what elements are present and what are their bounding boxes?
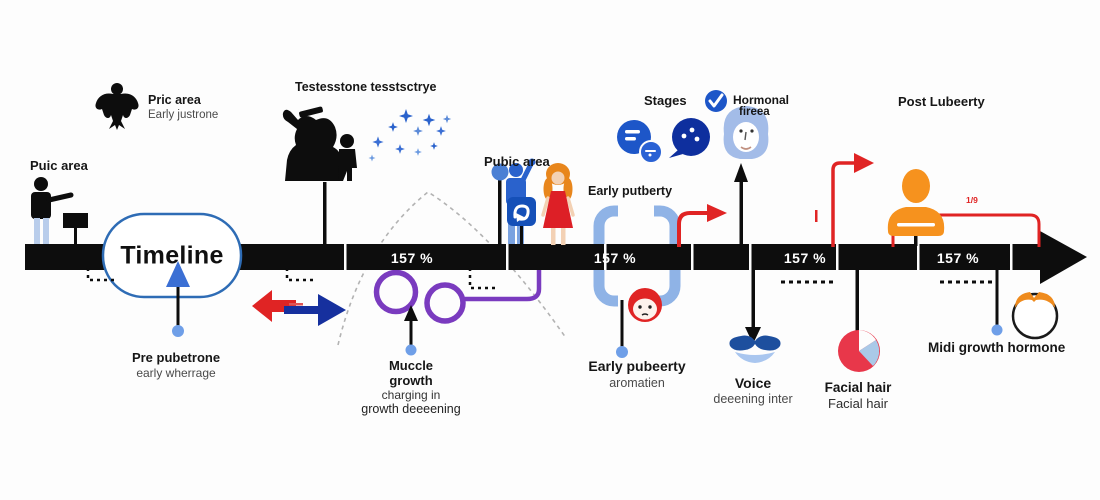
purple-connector <box>373 268 542 324</box>
stages-label: Stages <box>644 93 687 108</box>
pubic-area-label: Pubic area <box>484 154 550 169</box>
segment-label-2: 157 % <box>593 250 637 266</box>
voice-subtitle: deeening inter <box>713 392 793 406</box>
left-right-arrows <box>252 290 346 326</box>
swap-arrow-badge-icon <box>507 197 536 244</box>
pie-chart-icon <box>838 330 880 372</box>
midi-marker <box>991 270 1003 336</box>
saluting-figure-icon <box>282 106 357 181</box>
testosterone-label: Testesstone tesstsctrye <box>295 80 437 94</box>
early-pubeerty-marker <box>616 300 628 358</box>
timeline-bubble <box>101 212 243 299</box>
hormonal-subtitle: fireea <box>739 106 770 118</box>
muscle-growth-line2: growth <box>389 373 433 388</box>
facial-hair-subtitle: Facial hair <box>828 396 888 411</box>
post-puberty-label: Post Lubeerty <box>898 94 985 109</box>
pre-puberty-title: Pre pubetrone <box>131 350 221 365</box>
muscle-growth-line4: growth deeeening <box>361 402 461 416</box>
muscle-growth-line3: charging in <box>381 388 441 402</box>
sparkles-icon <box>368 109 452 162</box>
bracket-note: 1/9 <box>966 195 978 205</box>
timeline-arrowhead <box>1040 231 1087 284</box>
woman-red-dress-icon <box>541 163 575 245</box>
pre-puberty-arrow <box>166 261 190 337</box>
man-face-icon <box>1011 292 1059 340</box>
puic-area-label: Puic area <box>30 158 88 173</box>
mustache-icon <box>729 335 781 363</box>
hormonal-title: Hormonal <box>733 93 790 107</box>
timeline-ticks <box>344 244 1013 270</box>
facial-hair-title: Facial hair <box>824 380 892 395</box>
midi-growth-label: Midi growth hormone <box>928 340 1066 355</box>
red-face-icon <box>628 288 662 322</box>
segment-label-1: 157 % <box>390 250 434 266</box>
orange-person-icon <box>887 169 945 246</box>
muscle-growth-arrow <box>404 305 418 356</box>
chat-circle-icon <box>617 120 663 164</box>
check-badge-icon <box>705 90 727 112</box>
early-putberty-label: Early putberty <box>588 184 673 198</box>
segment-label-3: 157 % <box>783 250 827 266</box>
muscle-growth-line1: Muccle <box>388 358 434 373</box>
person-at-podium-icon <box>31 177 88 244</box>
voice-title: Voice <box>734 375 772 391</box>
woman-face-icon <box>723 106 769 159</box>
voice-arrow <box>745 270 761 344</box>
pre-puberty-subtitle: early wherrage <box>136 366 216 380</box>
red-tick <box>815 210 818 222</box>
early-pubeerty-title: Early pubeerty <box>588 358 686 374</box>
pric-area-title: Pric area <box>148 93 201 107</box>
timeline-title: Timeline <box>120 241 224 270</box>
testosterone-stick <box>323 182 327 244</box>
pubic-marker-icon <box>491 163 509 244</box>
facial-hair-marker <box>855 270 859 332</box>
red-elbow-arrow <box>831 153 874 247</box>
speech-bubble-icon <box>669 118 710 158</box>
segment-label-4: 157 % <box>936 250 980 266</box>
red-curved-arrow <box>677 204 727 247</box>
early-pubeerty-subtitle: aromatien <box>609 376 665 390</box>
dashed-connectors <box>86 268 996 290</box>
muscular-figure-icon <box>95 83 139 130</box>
pric-area-subtitle: Early justrone <box>148 109 219 121</box>
up-arrow-hormonal <box>734 163 748 244</box>
